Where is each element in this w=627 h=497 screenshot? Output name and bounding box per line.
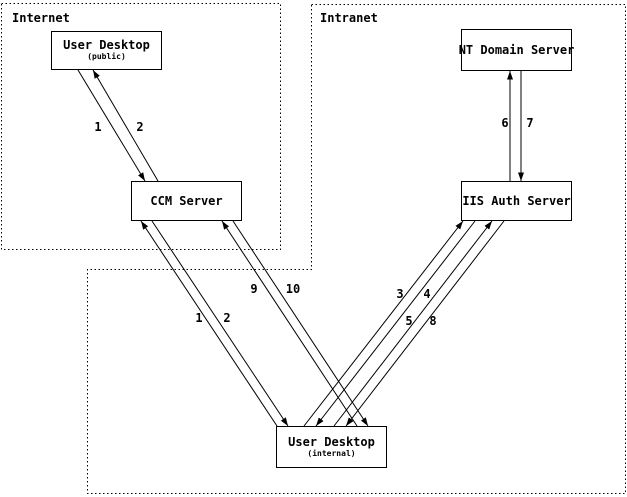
intranet-region-border <box>87 4 626 494</box>
node-subtitle: (public) <box>87 52 126 61</box>
internet-region-border <box>1 3 281 250</box>
flow-label-1-internal: 1 <box>195 311 203 325</box>
flow-line-1-internal <box>140 220 278 427</box>
flow-label-5: 5 <box>405 314 413 328</box>
node-subtitle: (internal) <box>307 448 356 458</box>
flow-label-9: 9 <box>250 282 258 296</box>
intranet-region-label: Intranet <box>320 11 378 25</box>
flow-label-7: 7 <box>526 116 534 130</box>
flow-line-10 <box>232 220 369 427</box>
node-title: NT Domain Server <box>458 42 575 57</box>
flow-label-10: 10 <box>285 282 301 296</box>
flow-line-9 <box>221 220 358 427</box>
node-nt-domain-server: NT Domain Server <box>458 29 575 71</box>
flow-line-5 <box>333 220 493 427</box>
flow-label-4: 4 <box>423 287 431 301</box>
flow-label-2-internal: 2 <box>223 311 231 325</box>
flow-label-2-public: 2 <box>136 120 144 134</box>
node-title: User Desktop <box>63 38 150 52</box>
node-title: CCM Server <box>150 193 223 208</box>
node-title: IIS Auth Server <box>462 193 571 208</box>
node-user-desktop-internal: User Desktop (internal) <box>276 426 387 468</box>
node-iis-auth-server: IIS Auth Server <box>461 181 572 221</box>
flow-label-3: 3 <box>396 287 404 301</box>
node-user-desktop-public: User Desktop (public) <box>51 31 162 70</box>
flow-line-2-public <box>92 69 159 182</box>
flow-line-4 <box>315 220 476 427</box>
flow-label-6: 6 <box>501 116 509 130</box>
flow-line-8 <box>345 220 505 427</box>
flow-label-1-public: 1 <box>94 120 102 134</box>
internet-region-label: Internet <box>12 11 70 25</box>
flow-line-3 <box>303 220 464 427</box>
node-title: User Desktop <box>288 434 375 449</box>
flow-line-2-internal <box>151 220 289 427</box>
flow-label-8: 8 <box>429 314 437 328</box>
flow-line-1-public <box>77 69 146 182</box>
node-ccm-server: CCM Server <box>131 181 242 221</box>
